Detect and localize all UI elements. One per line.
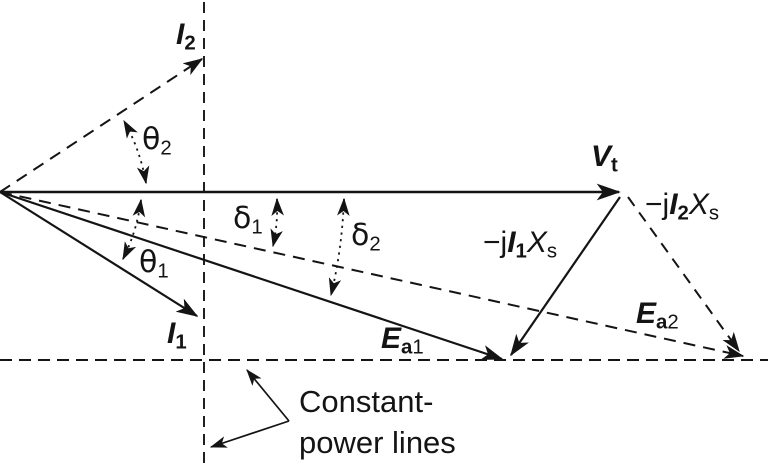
delta1-symbol: δ bbox=[233, 201, 252, 236]
theta1-label: θ1 bbox=[139, 248, 169, 282]
ea1-label: Ea1 bbox=[381, 324, 424, 358]
i2-symbol: I bbox=[176, 18, 185, 51]
mj-i2-xs-current-subscript: 2 bbox=[677, 202, 689, 225]
vt-symbol: V bbox=[591, 140, 612, 173]
mj-i2-xs-reactance: X bbox=[688, 188, 709, 221]
mj-i1-xs-prefix: −j bbox=[483, 226, 508, 259]
mj-i1-xs-label: −jI1Xs bbox=[483, 228, 557, 262]
annotation-line-1: Constant- bbox=[299, 384, 434, 419]
annotation-arrow-to-horizontal-line bbox=[246, 369, 290, 422]
delta2-angle-arc bbox=[328, 197, 350, 297]
i1-symbol: I bbox=[167, 317, 176, 350]
mj-i2-xs-prefix: −j bbox=[645, 188, 670, 221]
mj-i1-xs-current-subscript: 1 bbox=[515, 240, 527, 263]
annotation-arrow-to-vertical-line bbox=[209, 420, 290, 448]
delta1-label: δ1 bbox=[233, 204, 263, 238]
vt-label: Vt bbox=[591, 142, 618, 176]
delta2-subscript: 2 bbox=[369, 233, 381, 256]
ea2-symbol: E bbox=[636, 297, 657, 330]
ea2-label: Ea2 bbox=[636, 299, 679, 333]
i2-vector bbox=[0, 58, 204, 193]
i2-label: I2 bbox=[176, 20, 196, 54]
theta1-symbol: θ bbox=[139, 245, 158, 280]
ea2-subscript-a: a bbox=[656, 311, 668, 334]
constant-power-lines-annotation: Constant- power lines bbox=[299, 381, 456, 463]
theta2-symbol: θ bbox=[142, 122, 161, 157]
mj-i1-xs-current: I bbox=[507, 226, 516, 259]
mj-i1-xs-reactance: X bbox=[526, 226, 547, 259]
mj-i2-xs-vector bbox=[627, 196, 740, 353]
mj-i2-xs-reactance-subscript: s bbox=[708, 202, 720, 225]
delta1-angle-arc bbox=[270, 197, 284, 248]
delta2-symbol: δ bbox=[351, 218, 370, 253]
mj-i1-xs-vector bbox=[510, 196, 621, 357]
vt-subscript: t bbox=[611, 154, 618, 177]
i1-vector bbox=[0, 191, 199, 317]
ea1-subscript-a: a bbox=[401, 336, 413, 359]
i1-label: I1 bbox=[167, 319, 187, 353]
delta1-subscript: 1 bbox=[251, 216, 263, 239]
ea1-symbol: E bbox=[381, 322, 402, 355]
i2-subscript: 2 bbox=[184, 32, 196, 55]
theta1-subscript: 1 bbox=[157, 260, 169, 283]
delta2-label: δ2 bbox=[351, 221, 381, 255]
theta2-subscript: 2 bbox=[160, 137, 172, 160]
ea2-vector bbox=[0, 191, 745, 359]
theta2-label: θ2 bbox=[142, 125, 172, 159]
ea2-subscript-n: 2 bbox=[667, 311, 679, 334]
i1-subscript: 1 bbox=[175, 331, 187, 354]
theta2-angle-arc bbox=[123, 119, 150, 185]
ea1-subscript-n: 1 bbox=[412, 336, 424, 359]
annotation-line-2: power lines bbox=[299, 425, 456, 460]
mj-i1-xs-reactance-subscript: s bbox=[546, 240, 558, 263]
mj-i2-xs-current: I bbox=[669, 188, 678, 221]
mj-i2-xs-label: −jI2Xs bbox=[645, 190, 719, 224]
ea1-vector bbox=[0, 190, 504, 361]
